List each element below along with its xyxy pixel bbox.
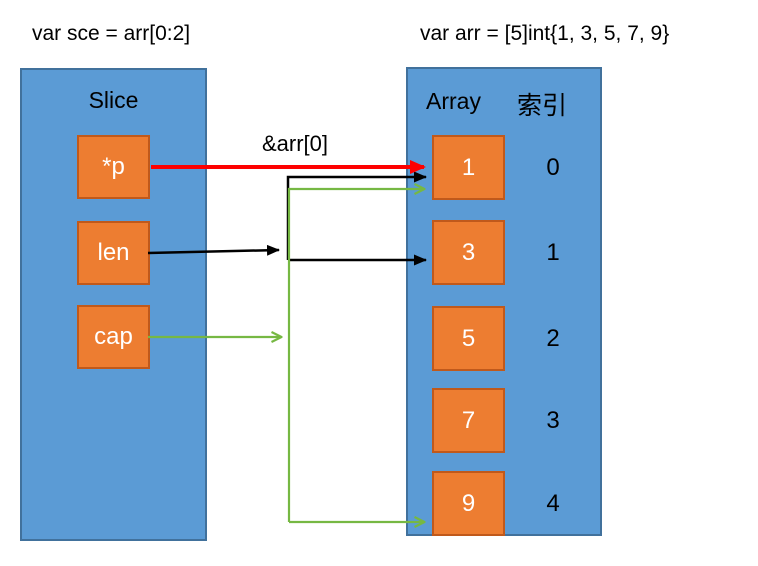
- array-cell-3: 7: [432, 388, 505, 453]
- array-index-0: 0: [546, 154, 560, 181]
- array-index-2: 2: [546, 325, 560, 352]
- array-cell-4: 9: [432, 471, 505, 536]
- cap-bracket-to-element0-arrow: [287, 189, 424, 522]
- slice-declaration-text: var sce = arr[0:2]: [32, 22, 191, 45]
- array-index-4: 4: [546, 490, 560, 517]
- index-column-title: 索引: [517, 92, 568, 120]
- pointer-address-label: &arr[0]: [262, 131, 329, 156]
- array-index-3: 3: [546, 407, 560, 434]
- array-cell-1: 3: [432, 220, 505, 285]
- slice-field-pointer: *p: [77, 135, 150, 199]
- array-cell-0: 1: [432, 135, 505, 200]
- array-declaration-text: var arr = [5]int{1, 3, 5, 7, 9}: [420, 22, 670, 45]
- array-index-1: 1: [546, 239, 560, 266]
- slice-field-len: len: [77, 221, 150, 285]
- slice-panel-title: Slice: [88, 87, 139, 113]
- slice-field-cap: cap: [77, 305, 150, 369]
- array-cell-2: 5: [432, 306, 505, 371]
- array-panel-title: Array: [426, 88, 481, 114]
